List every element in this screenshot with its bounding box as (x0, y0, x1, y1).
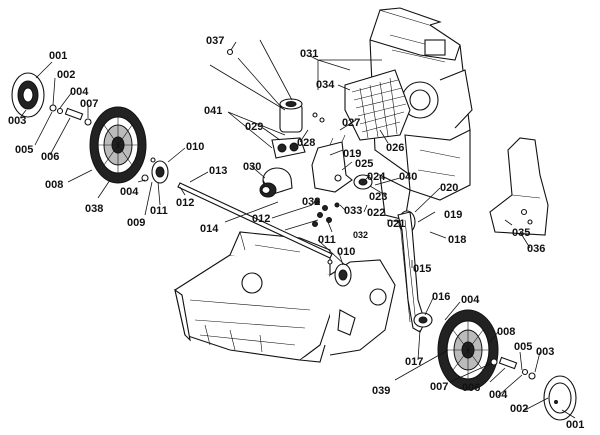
label-002-right: 002 (510, 403, 528, 415)
label-011-left: 011 (150, 205, 168, 217)
label-011-mid: 011 (318, 234, 336, 246)
label-019-upper: 019 (343, 148, 361, 160)
label-040: 040 (399, 171, 417, 183)
label-013: 013 (209, 165, 227, 177)
label-022: 022 (367, 207, 385, 219)
label-030: 030 (243, 161, 261, 173)
label-020: 020 (440, 182, 458, 194)
label-028: 028 (297, 137, 315, 149)
label-005-right: 005 (514, 341, 532, 353)
label-014: 014 (200, 223, 219, 235)
label-016: 016 (432, 291, 450, 303)
right-wheel (437, 309, 499, 391)
label-036: 036 (527, 243, 545, 255)
left-wheel (89, 106, 147, 184)
label-007-right: 007 (430, 381, 448, 393)
label-026: 026 (386, 142, 404, 154)
label-035: 035 (512, 227, 530, 239)
motor (259, 167, 293, 198)
label-031: 031 (300, 48, 318, 60)
label-025: 025 (355, 158, 373, 170)
label-007-left: 007 (80, 98, 98, 110)
right-axle-parts (490, 356, 536, 380)
label-017: 017 (405, 356, 423, 368)
label-010-mid: 010 (337, 246, 355, 258)
label-002-left: 002 (57, 69, 75, 81)
label-019-lower: 019 (444, 209, 462, 221)
side-panel (489, 137, 549, 236)
bracket-plate (311, 134, 353, 193)
label-009: 009 (127, 217, 145, 229)
grille-plate (344, 69, 411, 141)
part-labels: 001 002 003 004 005 006 007 008 038 009 … (8, 35, 584, 431)
label-037: 037 (206, 35, 224, 47)
label-008-left: 008 (45, 179, 63, 191)
label-001-left: 001 (49, 50, 67, 62)
left-axle-parts (49, 104, 92, 126)
chassis-frame (174, 231, 396, 363)
left-hubcap (11, 72, 45, 118)
label-023: 023 (369, 191, 387, 203)
label-005-left: 005 (15, 144, 33, 156)
label-029: 029 (245, 121, 263, 133)
axle-shaft (177, 182, 333, 259)
label-032-lower: 032 (353, 230, 368, 240)
pulley-lower (413, 312, 433, 328)
label-003-right: 003 (536, 346, 554, 358)
label-010-left: 010 (186, 141, 204, 153)
label-018: 018 (448, 234, 466, 246)
label-027: 027 (342, 117, 360, 129)
left-bearing (141, 157, 169, 184)
label-034: 034 (316, 79, 335, 91)
center-bearing (327, 259, 352, 287)
label-039: 039 (372, 385, 390, 397)
label-012-left: 012 (176, 197, 194, 209)
label-004-right-lower: 004 (489, 389, 508, 401)
label-012-mid: 012 (252, 213, 270, 225)
label-021: 021 (387, 218, 405, 230)
label-038: 038 (85, 203, 103, 215)
solenoid-assembly (271, 98, 306, 159)
label-004-right-upper: 004 (461, 294, 480, 306)
label-008-right: 008 (497, 326, 515, 338)
small-fasteners (226, 48, 340, 227)
label-006-right: 006 (462, 382, 480, 394)
label-015: 015 (413, 263, 431, 275)
label-003-left: 003 (8, 115, 26, 127)
label-004-mid: 004 (120, 186, 139, 198)
label-024: 024 (367, 171, 386, 183)
label-033: 033 (344, 205, 362, 217)
pulley-upper (353, 174, 373, 190)
leader-lines (19, 39, 576, 419)
engine-housing (369, 7, 473, 221)
label-004-left: 004 (70, 86, 89, 98)
label-032-upper: 032 (302, 196, 320, 208)
right-hubcap (543, 375, 577, 421)
label-001-right: 001 (566, 419, 584, 431)
label-041: 041 (204, 105, 222, 117)
label-006-left: 006 (41, 151, 59, 163)
